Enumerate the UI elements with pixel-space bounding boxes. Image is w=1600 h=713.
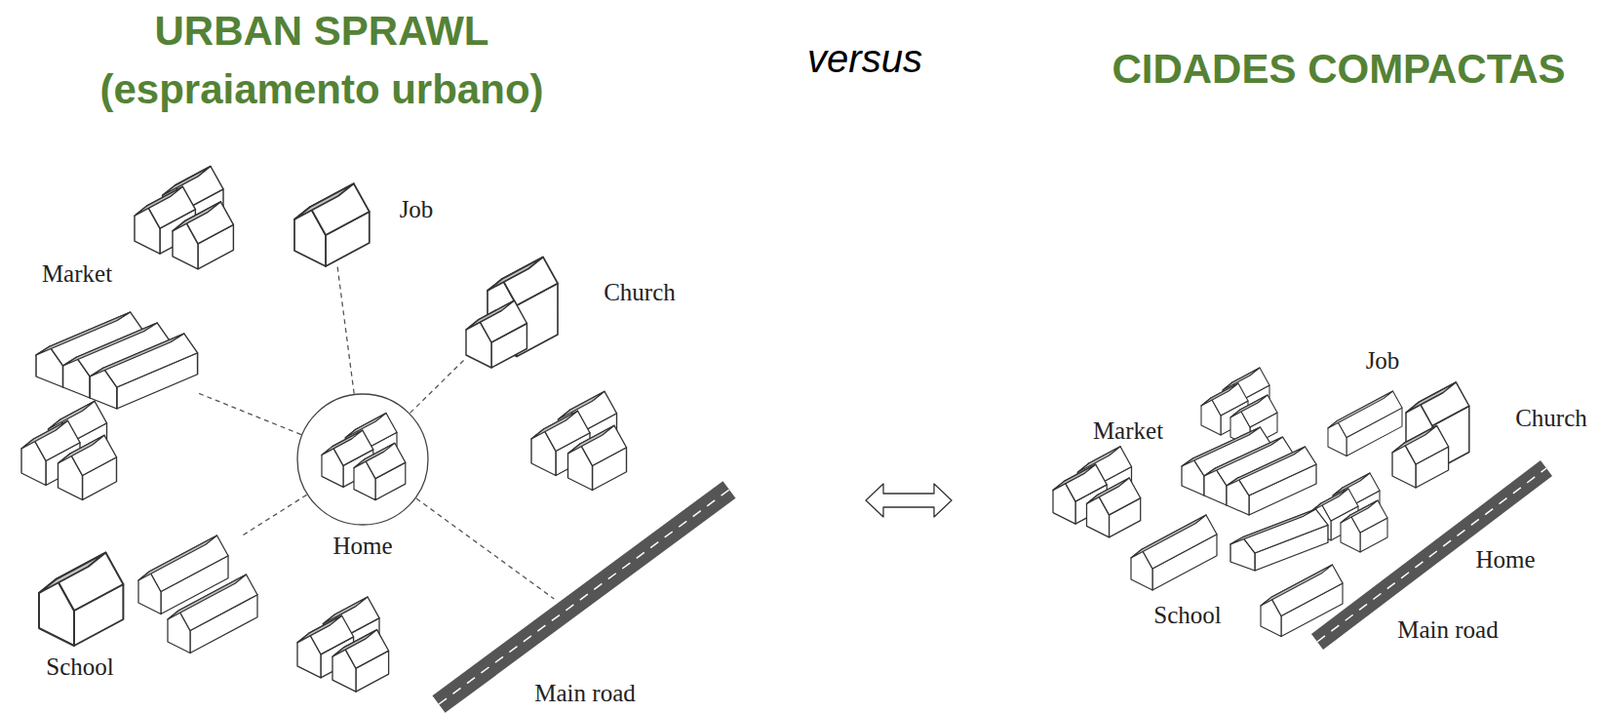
home-circle: Home <box>296 392 430 526</box>
panel-title: URBAN SPRAWL (espraiamento urbano) <box>58 1 586 119</box>
church-building <box>466 300 527 368</box>
dashed-connector <box>416 498 554 599</box>
home-cluster <box>321 413 406 501</box>
double-arrow <box>865 483 952 517</box>
market-node: Market <box>36 312 198 409</box>
dashed-connector <box>410 357 467 413</box>
house-cluster <box>134 166 234 270</box>
house-cluster <box>21 400 118 500</box>
dashed-connector <box>242 494 308 536</box>
versus-word: versus <box>807 37 923 81</box>
place-label: School <box>1153 601 1221 629</box>
church-node: Church <box>466 256 560 368</box>
place-label: Home <box>1475 546 1535 574</box>
school-building <box>39 552 123 646</box>
place-label: Church <box>1515 404 1588 432</box>
long-building <box>1230 508 1328 571</box>
place-label: School <box>1153 601 1221 629</box>
place-label: Church <box>1515 404 1588 432</box>
place-label: Job <box>1365 347 1401 375</box>
school-building <box>167 574 258 654</box>
place-label: Main road <box>1397 616 1498 644</box>
house-cluster <box>531 390 627 490</box>
school-building <box>1131 514 1217 590</box>
job-node: Job <box>294 183 370 267</box>
house-cluster <box>297 596 390 692</box>
compact-drawing <box>1053 367 1547 642</box>
school-node: School <box>39 535 260 654</box>
panel-title: CIDADES COMPACTAS <box>1111 39 1565 99</box>
circle-outline <box>297 393 429 525</box>
place-label: Market <box>1092 417 1164 445</box>
place-label: Church <box>603 278 676 307</box>
road-node: Main road <box>549 598 586 619</box>
job-building <box>1327 390 1403 457</box>
place-label: Main road <box>1397 616 1498 644</box>
circle-outline <box>296 392 430 526</box>
market-cluster <box>1053 446 1141 538</box>
place-label: Job <box>1365 347 1401 375</box>
place-label: Home <box>1475 546 1535 574</box>
panel-title: CIDADES COMPACTAS <box>1111 39 1565 99</box>
main-road <box>1317 468 1547 642</box>
market-hall <box>1181 427 1317 515</box>
panel-title: URBAN SPRAWL (espraiamento urbano) <box>58 1 586 119</box>
sprawl-drawing <box>21 166 730 705</box>
house-cluster <box>1201 367 1278 447</box>
main-road <box>438 489 730 704</box>
church-building <box>1392 425 1449 488</box>
versus-word: versus <box>807 37 923 81</box>
place-label: Job <box>399 195 434 224</box>
place-label: Market <box>1092 417 1164 445</box>
place-label: School <box>45 653 114 681</box>
dashed-connector <box>337 266 354 394</box>
place-label: Home <box>332 532 392 560</box>
market-building <box>36 312 198 409</box>
place-label: Market <box>41 260 113 288</box>
dashed-connector <box>197 392 302 435</box>
place-label: Main road <box>534 679 635 707</box>
job-building <box>294 183 370 267</box>
